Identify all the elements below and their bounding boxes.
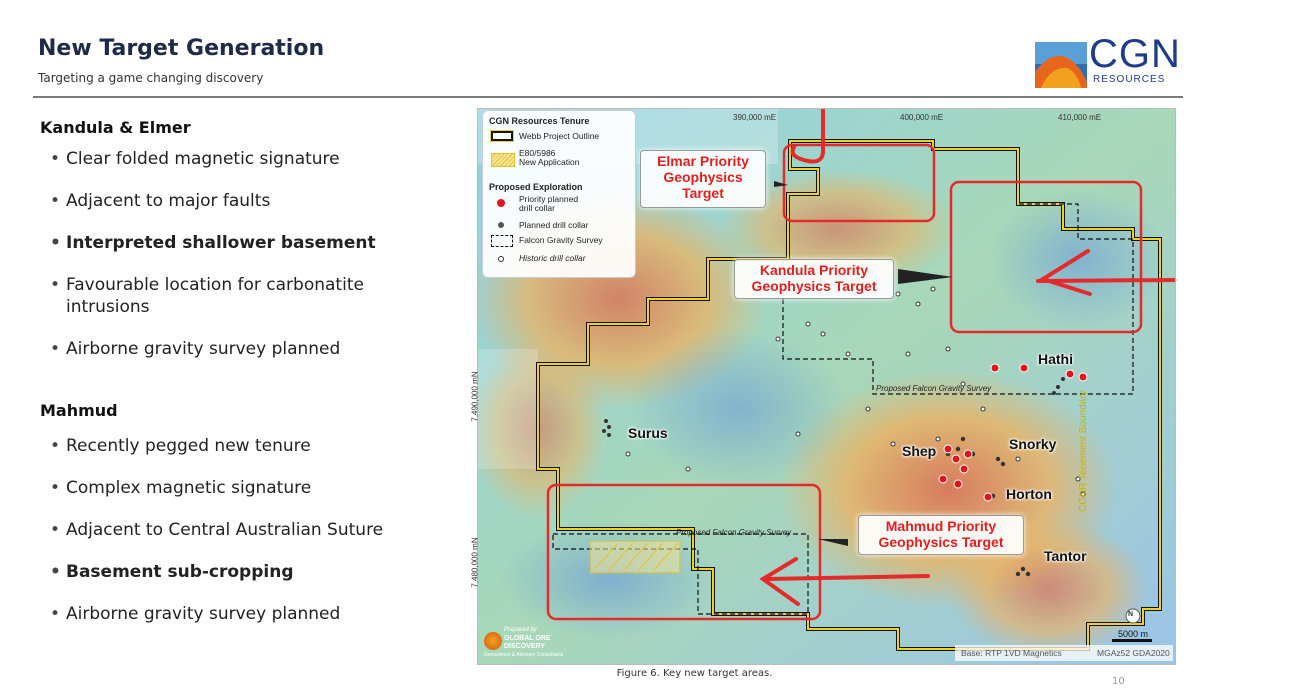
falcon-swatch	[491, 235, 513, 247]
credit-prepared: Prepared by	[504, 627, 537, 633]
credit-logo-icon	[484, 632, 502, 650]
webb-outline-swatch	[490, 130, 514, 142]
scale-bar-label: 5000 m	[1118, 629, 1149, 639]
list-item: Favourable location for carbonatite intr…	[48, 274, 426, 318]
prospect-shep: Shep	[902, 443, 937, 459]
section-heading-mahmud: Mahmud	[40, 401, 118, 420]
list-item: Clear folded magnetic signature	[48, 148, 448, 170]
application-swatch	[491, 153, 515, 167]
credit-tagline: Geoscience & Advisory Consultants	[484, 652, 564, 658]
bullet-list-mahmud: Recently pegged new tenure Complex magne…	[48, 435, 448, 625]
legend-title: CGN Resources Tenure	[489, 116, 590, 126]
list-item: Airborne gravity survey planned	[48, 603, 448, 625]
list-item: Complex magnetic signature	[48, 477, 448, 499]
prospect-snorky: Snorky	[1009, 436, 1057, 452]
list-item: Basement sub-cropping	[48, 561, 448, 583]
list-item: Interpreted shallower basement	[48, 232, 448, 254]
map-legend: CGN Resources Tenure Webb Project Outlin…	[482, 110, 636, 278]
elmar-target-label: Elmar Priority Geophysics Target	[640, 150, 766, 208]
list-item: Recently pegged new tenure	[48, 435, 448, 457]
northing-label: 7,490,000 mN	[470, 371, 480, 422]
map-footer: Base: RTP 1VD Magnetics MGAz52 GDA2020	[955, 645, 1173, 661]
legend-falcon: Falcon Gravity Survey	[519, 235, 603, 245]
legend-application: E80/5986 New Application	[519, 148, 580, 167]
page-number: 10	[1112, 676, 1125, 687]
page-title: New Target Generation	[38, 36, 325, 61]
legend-webb: Webb Project Outline	[519, 131, 600, 141]
prospect-hathi: Hathi	[1038, 351, 1073, 367]
north-arrow-icon: N	[1128, 611, 1134, 618]
figure-caption: Figure 6. Key new target areas.	[616, 668, 773, 679]
projection-label: MGAz52 GDA2020	[1097, 648, 1170, 658]
list-item: Adjacent to Central Australian Suture	[48, 519, 448, 541]
kandula-target-label: Kandula Priority Geophysics Target	[734, 259, 894, 299]
falcon-survey-label: Proposed Falcon Gravity Survey	[876, 384, 992, 393]
logo-subtext: RESOURCES	[1093, 74, 1166, 85]
mahmud-target-label: Mahmud Priority Geophysics Target	[858, 515, 1024, 555]
section-heading-kandula: Kandula & Elmer	[40, 118, 191, 137]
company-logo: CGN RESOURCES	[1035, 32, 1185, 88]
credit-logo: Prepared by GLOBAL ORE DISCOVERY Geoscie…	[482, 626, 572, 660]
planned-collar-icon	[498, 222, 504, 228]
list-item: Airborne gravity survey planned	[48, 338, 448, 360]
tenement-boundary-label: CGNR Tenement Boundary	[1078, 390, 1089, 512]
falcon-survey-label-mahmud: Proposed Falcon Gravity Survey	[676, 528, 792, 537]
easting-label: 410,000 mE	[1058, 113, 1102, 122]
bullet-list-kandula: Clear folded magnetic signature Adjacent…	[48, 148, 448, 360]
historic-collar-icon	[498, 256, 504, 262]
credit-company: GLOBAL ORE DISCOVERY	[504, 635, 551, 650]
legend-priority: Priority planned drill collar	[519, 194, 579, 213]
list-item: Adjacent to major faults	[48, 190, 448, 212]
priority-collar-icon	[497, 199, 505, 207]
northing-label: 7,480,000 mN	[470, 537, 480, 588]
prospect-horton: Horton	[1006, 486, 1052, 502]
legend-proposed-title: Proposed Exploration	[489, 182, 583, 192]
legend-historic: Historic drill collar	[519, 253, 586, 263]
prospect-surus: Surus	[628, 425, 668, 441]
header-divider	[33, 96, 1183, 98]
logo-wordmark: CGN	[1089, 32, 1181, 76]
legend-planned: Planned drill collar	[519, 220, 589, 230]
base-label: Base: RTP 1VD Magnetics	[961, 648, 1062, 658]
easting-label: 400,000 mE	[900, 113, 944, 122]
prospect-tantor: Tantor	[1044, 548, 1087, 564]
easting-label: 390,000 mE	[733, 113, 777, 122]
page-subtitle: Targeting a game changing discovery	[38, 71, 264, 85]
logo-mark-icon	[1035, 42, 1087, 88]
